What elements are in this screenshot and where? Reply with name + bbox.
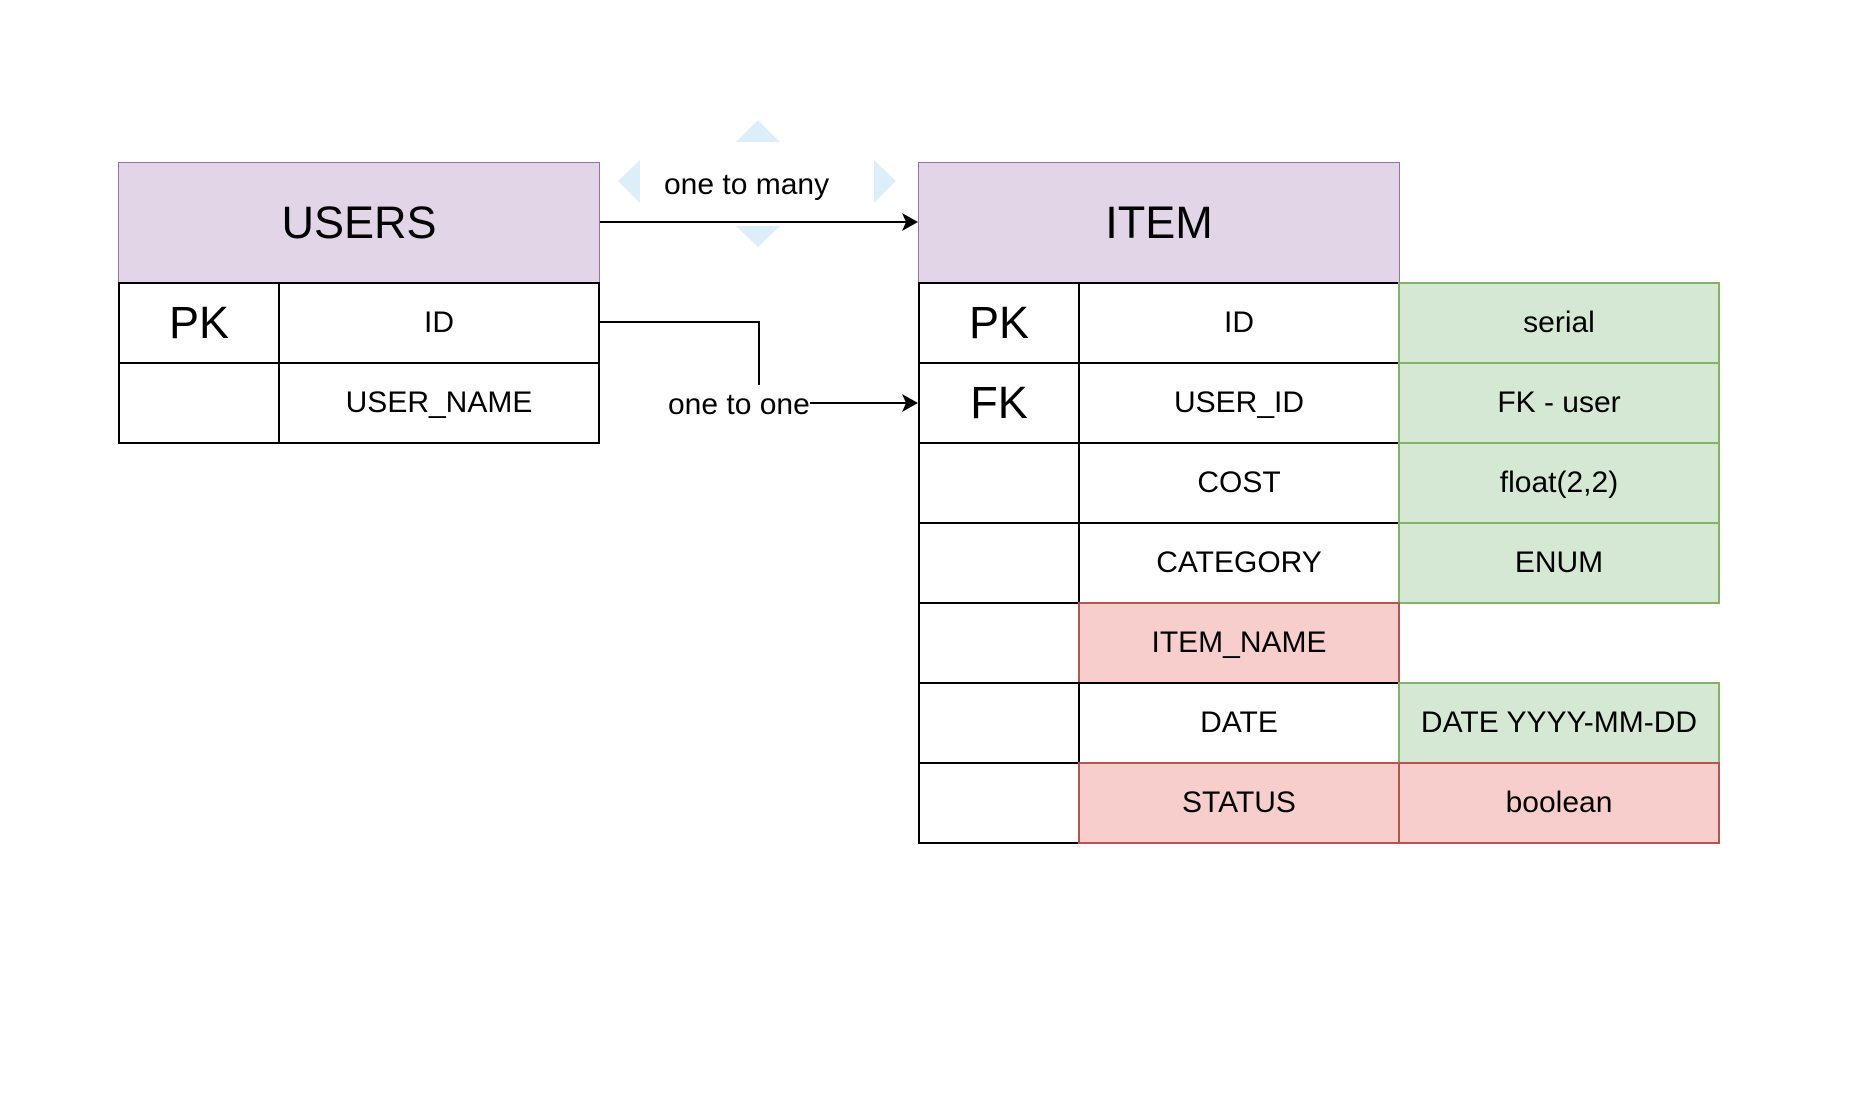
item-row-itemname-key[interactable] (918, 602, 1080, 684)
users-table-header[interactable]: USERS (118, 162, 600, 283)
item-row-userid-key[interactable]: FK (918, 362, 1080, 444)
item-row-status-field[interactable]: STATUS (1078, 762, 1400, 844)
users-row-username-key[interactable] (118, 362, 280, 444)
field-label: ID (424, 306, 454, 339)
key-label: FK (970, 377, 1028, 428)
item-row-category-key[interactable] (918, 522, 1080, 604)
type-label: serial (1523, 306, 1595, 339)
item-row-status-key[interactable] (918, 762, 1080, 844)
item-row-id-key[interactable]: PK (918, 282, 1080, 364)
selection-handle-right[interactable] (874, 160, 896, 203)
item-row-userid-field[interactable]: USER_ID (1078, 362, 1400, 444)
item-row-status-type[interactable]: boolean (1398, 762, 1720, 844)
key-label: PK (168, 297, 230, 348)
item-row-id-field[interactable]: ID (1078, 282, 1400, 364)
users-row-id-key[interactable]: PK (118, 282, 280, 364)
type-label: boolean (1505, 786, 1613, 819)
field-label: DATE (1200, 706, 1278, 739)
field-label: ID (1224, 306, 1254, 339)
one-to-many-label: one to many (664, 168, 830, 201)
item-row-cost-key[interactable] (918, 442, 1080, 524)
item-row-date-field[interactable]: DATE (1078, 682, 1400, 764)
users-table-title: USERS (281, 196, 437, 248)
type-label: ENUM (1514, 546, 1604, 579)
type-label: float(2,2) (1499, 466, 1619, 499)
selection-handle-left[interactable] (618, 160, 640, 203)
one-to-one-label: one to one (668, 388, 810, 422)
field-label: USER_NAME (345, 386, 533, 419)
item-row-date-key[interactable] (918, 682, 1080, 764)
field-label: COST (1197, 466, 1281, 499)
one-to-one-connector[interactable] (600, 321, 760, 385)
one-to-one-arrowhead (902, 394, 918, 412)
field-label: ITEM_NAME (1151, 626, 1327, 659)
key-label: PK (968, 297, 1030, 348)
type-label: FK - user (1497, 386, 1621, 419)
item-row-date-type[interactable]: DATE YYYY-MM-DD (1398, 682, 1720, 764)
selection-handle-down[interactable] (736, 226, 780, 247)
type-label: DATE YYYY-MM-DD (1420, 706, 1698, 739)
item-row-category-type[interactable]: ENUM (1398, 522, 1720, 604)
item-row-userid-type[interactable]: FK - user (1398, 362, 1720, 444)
item-row-cost-type[interactable]: float(2,2) (1398, 442, 1720, 524)
users-row-id-field[interactable]: ID (278, 282, 600, 364)
field-label: CATEGORY (1156, 546, 1322, 579)
one-to-many-arrowhead (902, 213, 918, 231)
item-table-title: ITEM (1105, 196, 1213, 248)
item-row-category-field[interactable]: CATEGORY (1078, 522, 1400, 604)
item-row-id-type[interactable]: serial (1398, 282, 1720, 364)
users-row-username-field[interactable]: USER_NAME (278, 362, 600, 444)
selection-handle-up[interactable] (736, 120, 780, 142)
item-table-header[interactable]: ITEM (918, 162, 1400, 283)
field-label: STATUS (1182, 786, 1296, 819)
item-row-itemname-field[interactable]: ITEM_NAME (1078, 602, 1400, 684)
field-label: USER_ID (1173, 386, 1305, 419)
item-row-cost-field[interactable]: COST (1078, 442, 1400, 524)
